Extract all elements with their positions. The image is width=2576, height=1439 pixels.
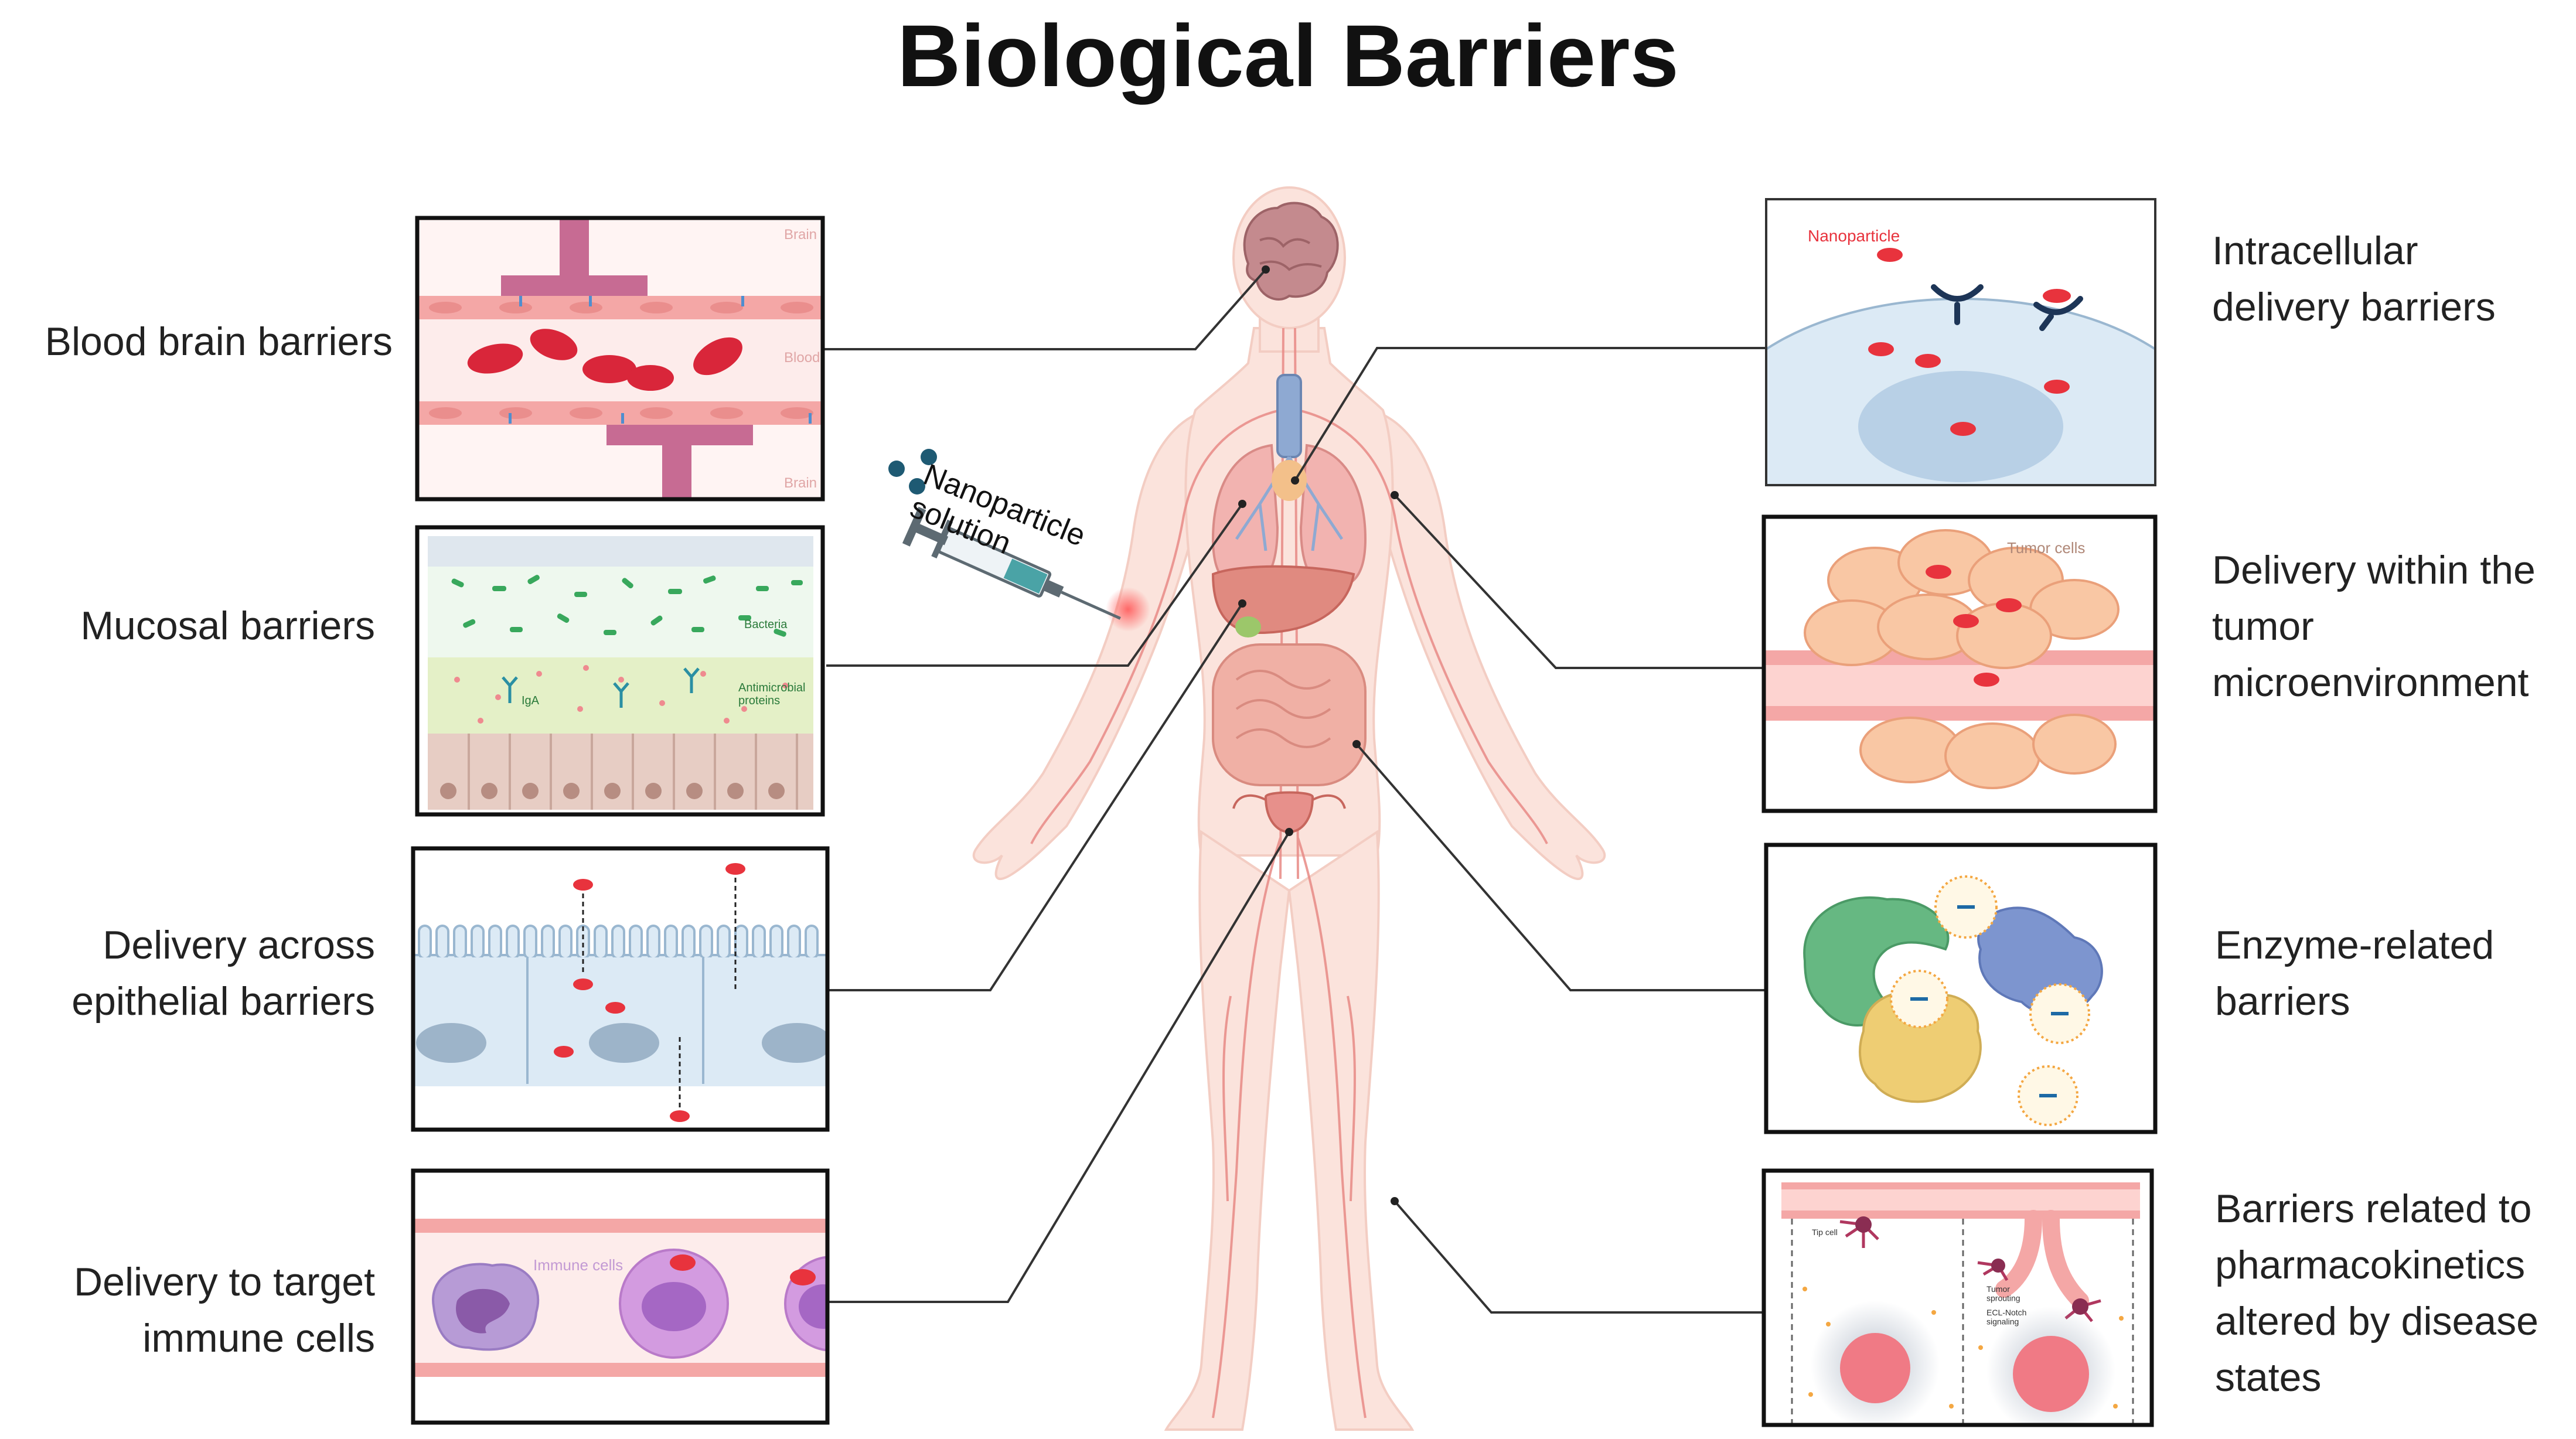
label-mucosal-barriers: Mucosal barriers [80,603,375,648]
panel-text-brain-top: Brain [784,227,817,243]
panel-immune-cells [411,1168,830,1425]
panel-epithelial-barrier [411,846,830,1132]
panel-intracellular [1765,198,2156,486]
panel-text-nanoparticle: Nanoparticle [1808,227,1900,245]
panel-tumor-microenvironment [1761,514,2158,813]
panel-text-blood: Blood [784,350,820,366]
intestines [1212,643,1367,786]
label-epithelial-barriers: Delivery across epithelial barriers [71,923,375,1024]
nanoparticle-dot [888,461,905,477]
panel-blood-brain-barrier [415,216,825,502]
label-immune-cells: Delivery to target immune cells [74,1260,375,1360]
syringe [888,449,1121,620]
injection-site-glow [1106,587,1150,632]
brain [1243,202,1339,301]
page-title: Biological Barriers [897,6,1679,105]
right-leg [1287,830,1415,1431]
nanoparticle-dot [909,478,925,495]
connector-lines [823,268,1766,1314]
connector-endpoints [1238,265,1399,1205]
trachea [1276,374,1302,458]
human-body [973,186,1606,1431]
heart [1272,460,1307,501]
gallbladder [1235,616,1261,637]
panel-text-immune-cells: Immune cells [533,1256,623,1274]
uterus [1264,791,1314,834]
label-tumor-microenvironment: Delivery within the tumor microenvironme… [2212,548,2536,705]
panel-text-brain-bottom: Brain [784,475,817,491]
left-leg [1164,830,1291,1431]
panel-mucosal-barrier [415,525,825,817]
panel-pharmacokinetics [1761,1168,2154,1427]
left-arm [973,408,1209,880]
right-arm [1369,408,1606,880]
label-enzyme-barriers: Enzyme-related barriers [2215,923,2495,1024]
panel-text-tip-cell: Tip cell [1812,1227,1838,1237]
panel-text-iga: IgA [522,694,540,707]
panel-enzyme-barrier [1764,843,2158,1134]
panel-text-tumor-cells: Tumor cells [2007,539,2085,557]
label-pharmacokinetics-barriers: Barriers related to pharmacokinetics alt… [2215,1186,2538,1400]
right-lung [1299,444,1367,588]
panel-text-bacteria: Bacteria [744,618,788,631]
label-intracellular-barriers: Intracellular delivery barriers [2212,229,2496,329]
label-blood-brain-barriers: Blood brain barriers [45,319,393,364]
nanoparticle-dot [921,449,937,465]
